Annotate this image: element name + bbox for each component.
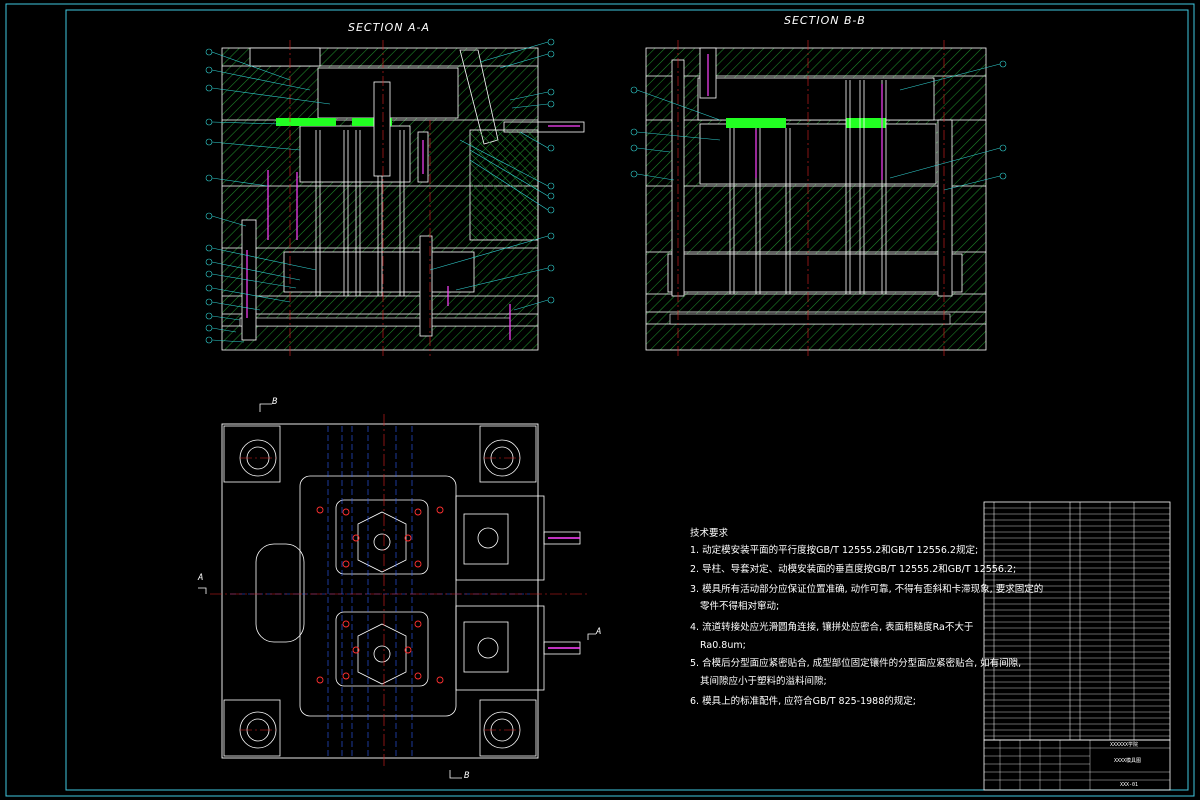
section-b-b-title: SECTION B-B [784, 14, 866, 27]
tech-requirement-line: 5. 合模后分型面应紧密贴合, 成型部位固定镶件的分型面应紧密贴合, 如有间隙, [690, 657, 1021, 669]
title-block-company: XXXXXX学院 [1110, 741, 1138, 748]
tech-requirement-line: 其间隙应小于塑料的溢料间隙; [700, 675, 827, 687]
tech-requirement-line: Ra0.8um; [700, 640, 746, 651]
tech-requirement-line: 4. 流道转接处应光滑圆角连接, 镶拼处应密合, 表面粗糙度Ra不大于 [690, 621, 973, 633]
cut-marker-a-left: A [197, 573, 203, 583]
tech-requirement-line: 1. 动定模安装平面的平行度按GB/T 12555.2和GB/T 12556.2… [690, 544, 978, 556]
tech-requirement-line: 3. 模具所有活动部分应保证位置准确, 动作可靠, 不得有歪斜和卡滞现象, 要求… [690, 583, 1043, 595]
parts-list-table [983, 501, 1171, 741]
title-block-drawing-name: XXXX模具图 [1114, 757, 1141, 764]
technical-requirements: 技术要求 1. 动定模安装平面的平行度按GB/T 12555.2和GB/T 12… [690, 527, 1043, 707]
cut-marker-b-bottom: B [464, 771, 470, 781]
cut-marker-b-top: B [272, 397, 278, 407]
inner-sheet-border [65, 9, 1189, 791]
title-block: XXXXXX学院 XXXX模具图 XXX-01 [983, 739, 1171, 791]
cut-marker-a-right: A [595, 627, 601, 637]
top-view: B B A A [197, 397, 601, 781]
section-a-a-title: SECTION A-A [348, 21, 430, 34]
title-block-drawing-no: XXX-01 [1120, 782, 1138, 788]
tech-requirement-line: 2. 导柱、导套对定、动模安装面的垂直度按GB/T 12555.2和GB/T 1… [690, 563, 1016, 575]
section-a-a-view: SECTION A-A [205, 21, 585, 356]
outer-sheet-border [5, 3, 1195, 797]
tech-requirements-heading: 技术要求 [690, 527, 729, 539]
section-b-b-view: SECTION B-B [630, 14, 1007, 356]
tech-requirement-line: 6. 模具上的标准配件, 应符合GB/T 825-1988的规定; [690, 695, 916, 707]
tech-requirement-line: 零件不得相对窜动; [700, 600, 779, 612]
